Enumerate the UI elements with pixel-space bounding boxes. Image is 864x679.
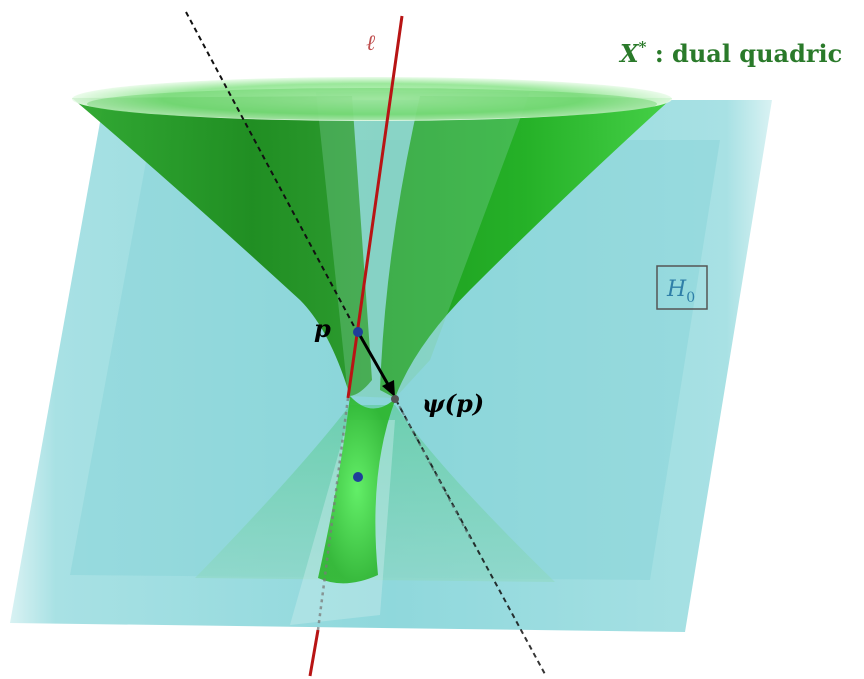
dashed-line-upper — [185, 11, 357, 331]
hyperboloid-waist — [318, 396, 396, 584]
arrowhead — [382, 380, 395, 397]
label-l: ℓ — [366, 31, 376, 56]
cone-rim — [72, 77, 672, 121]
point-lower — [353, 472, 363, 482]
upper-cone-right — [380, 96, 672, 398]
dashed-line-lower — [395, 399, 547, 677]
label-p: p — [314, 314, 331, 343]
dashed-line-hidden — [395, 399, 471, 539]
point-psi-p — [391, 395, 399, 403]
cone-overlay-band — [316, 92, 530, 398]
label-psi-p: ψ(p) — [422, 389, 484, 418]
label-h0: H0 — [666, 277, 695, 306]
point-p — [353, 327, 363, 337]
cone-rim-inner — [87, 88, 657, 120]
line-l-lower — [308, 629, 320, 677]
arrow-p-to-psi — [356, 331, 392, 389]
upper-cone-left — [72, 96, 372, 396]
dual-quadric-title: X* : dual quadric — [618, 38, 842, 68]
h0-label-box — [656, 265, 708, 310]
